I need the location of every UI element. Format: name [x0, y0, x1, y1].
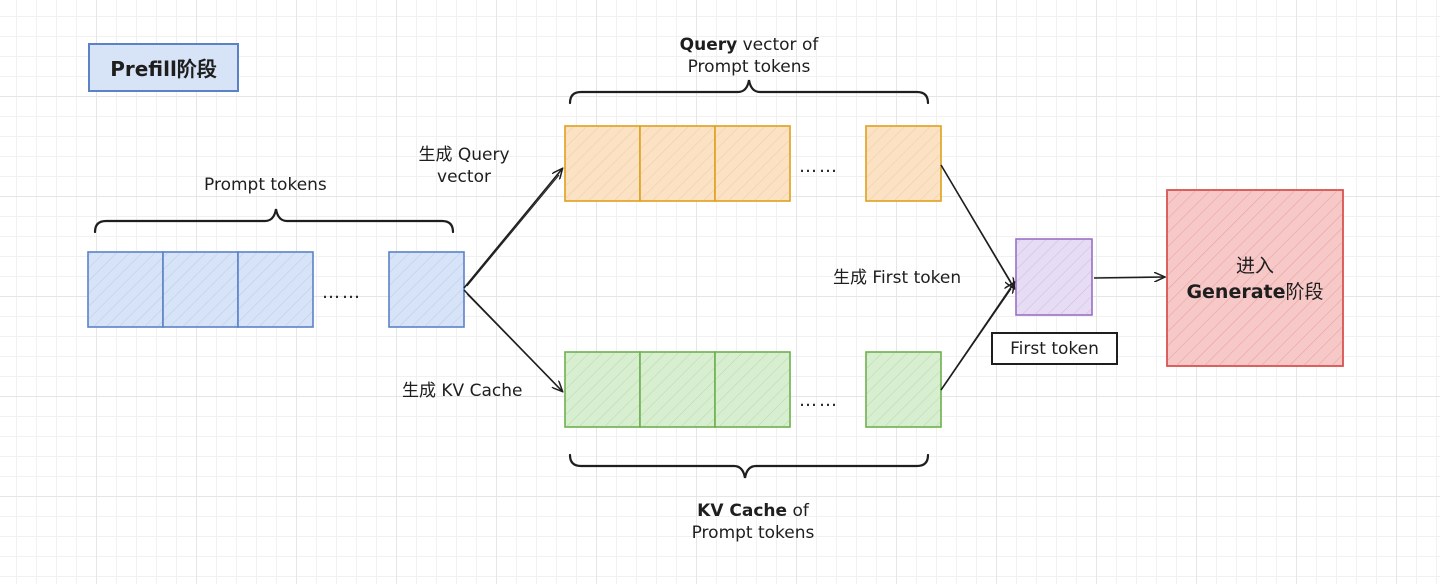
query-vector-label: Query vector of Prompt tokens	[659, 34, 839, 78]
first-token-label: First token	[991, 332, 1118, 365]
gen-query-label-line2: vector	[437, 167, 491, 187]
generate-stage-label: 进入 Generate阶段	[1167, 253, 1343, 305]
kv-cache-ellipsis: ……	[799, 390, 839, 411]
generate-stage-rest: 阶段	[1285, 281, 1324, 303]
kv-cache-label: KV Cache of Prompt tokens	[663, 500, 843, 544]
gen-query-label-line1: 生成 Query	[418, 145, 510, 165]
gen-query-label: 生成 Query vector	[400, 144, 528, 188]
arrow-to-generate	[1093, 277, 1164, 278]
query-vectors-ellipsis: ……	[799, 156, 839, 177]
kv-cache-label-rest: of	[787, 501, 809, 521]
query-vector-brace	[568, 79, 930, 105]
query-vectors-group	[564, 125, 942, 202]
prompt-tokens-brace	[93, 208, 455, 234]
gen-kv-label: 生成 KV Cache	[402, 381, 523, 401]
query-vector-label-bold: Query	[679, 35, 738, 55]
query-vector-label-rest: vector of	[737, 35, 819, 55]
stage-title: Prefill阶段	[88, 43, 239, 92]
generate-stage-bold: Generate	[1186, 281, 1286, 303]
kv-cache-brace	[568, 453, 930, 479]
query-vector-label-line2: Prompt tokens	[687, 57, 811, 77]
prompt-tokens-ellipsis: ……	[322, 282, 362, 303]
gen-first-label: 生成 First token	[833, 268, 962, 288]
arrow-to-query	[463, 169, 562, 289]
kv-cache-label-line2: Prompt tokens	[691, 523, 815, 543]
kv-cache-label-bold: KV Cache	[697, 501, 788, 521]
kv-cache-group	[564, 351, 942, 428]
prompt-tokens-group	[87, 251, 465, 328]
prompt-tokens-label: Prompt tokens	[204, 175, 327, 195]
generate-stage-line1: 进入	[1235, 255, 1274, 277]
